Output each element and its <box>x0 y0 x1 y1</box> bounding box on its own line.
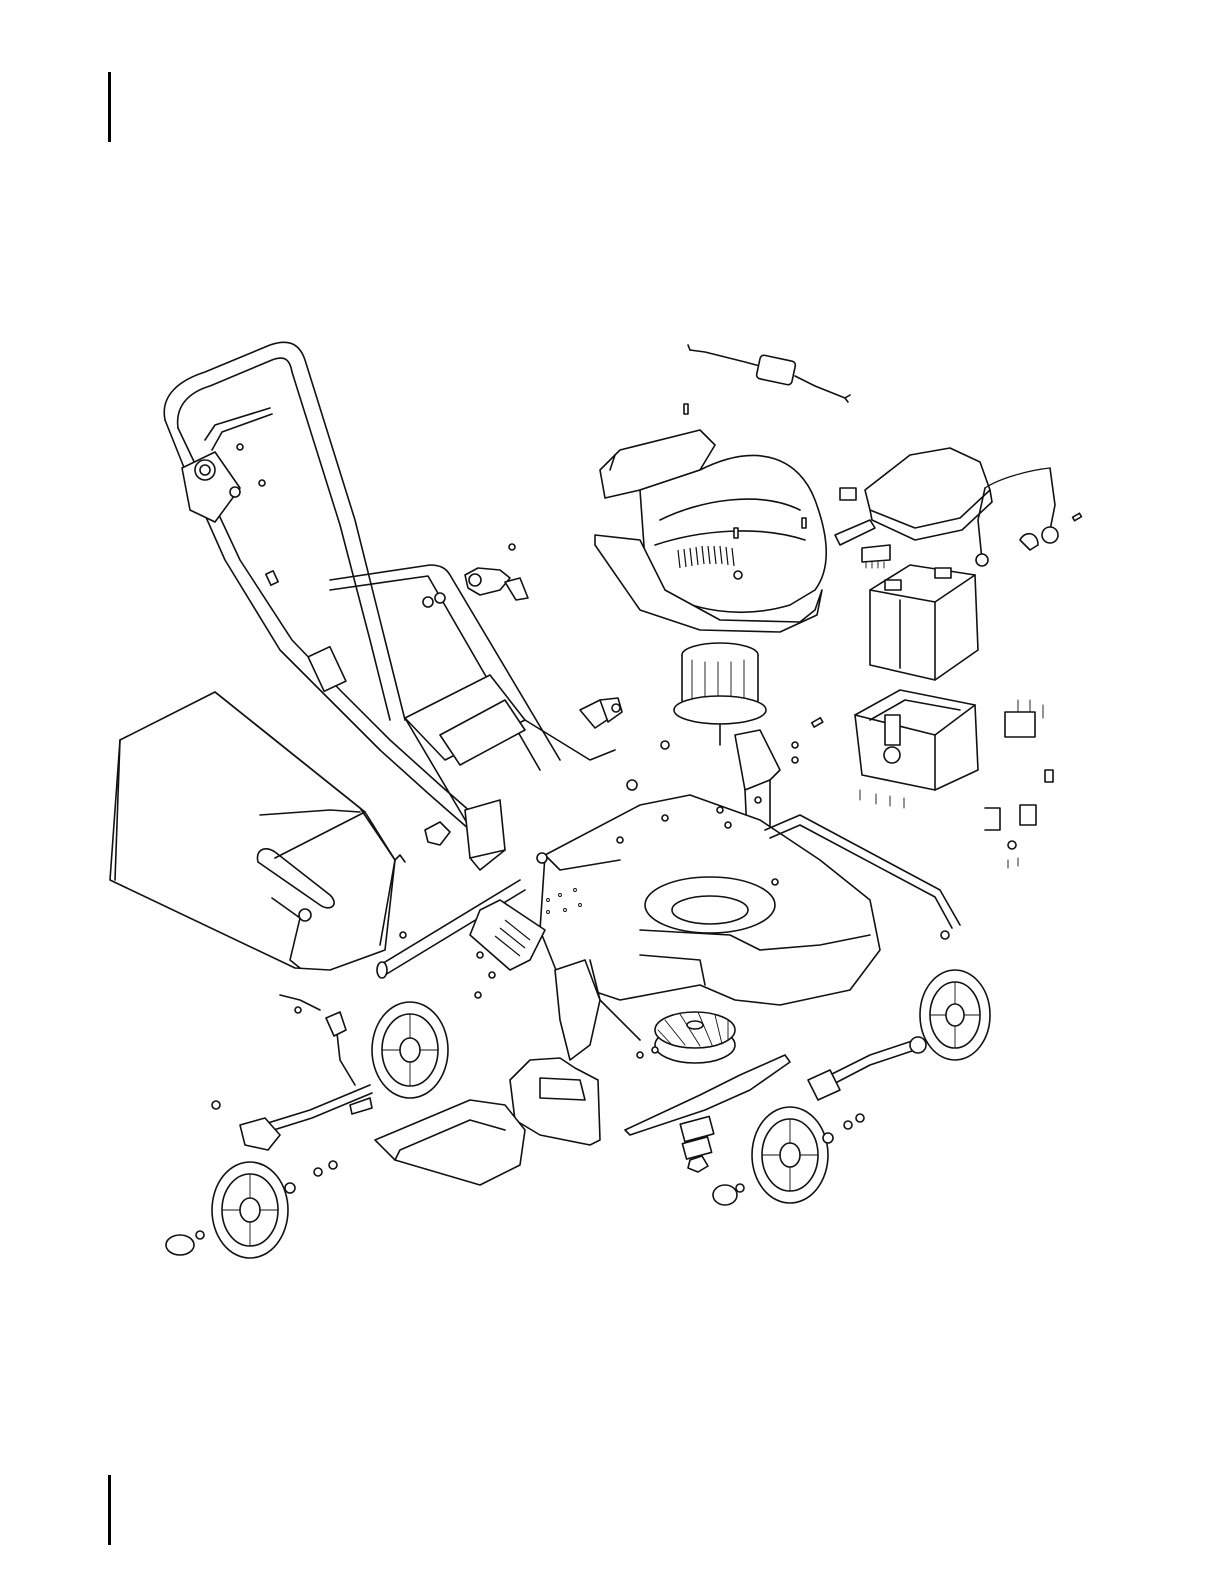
right-fasteners <box>985 700 1053 868</box>
battery-cover <box>865 448 992 540</box>
charger <box>688 345 850 402</box>
wheel-front-left <box>166 1162 295 1258</box>
fan <box>655 1012 735 1063</box>
wheel-rear-left <box>372 1002 448 1098</box>
safety-key-strap <box>976 468 1081 566</box>
grass-catcher-bag <box>110 692 405 970</box>
motor <box>674 643 766 745</box>
wheel-rear-right <box>920 970 990 1060</box>
battery <box>870 565 978 680</box>
wheel-front-right <box>713 1107 864 1205</box>
front-axle <box>240 995 372 1150</box>
rear-axle <box>377 800 545 978</box>
mulch-plug <box>375 1100 525 1185</box>
height-adjuster-right <box>808 1037 926 1100</box>
motor-cover <box>595 404 826 632</box>
battery-box <box>855 690 978 808</box>
